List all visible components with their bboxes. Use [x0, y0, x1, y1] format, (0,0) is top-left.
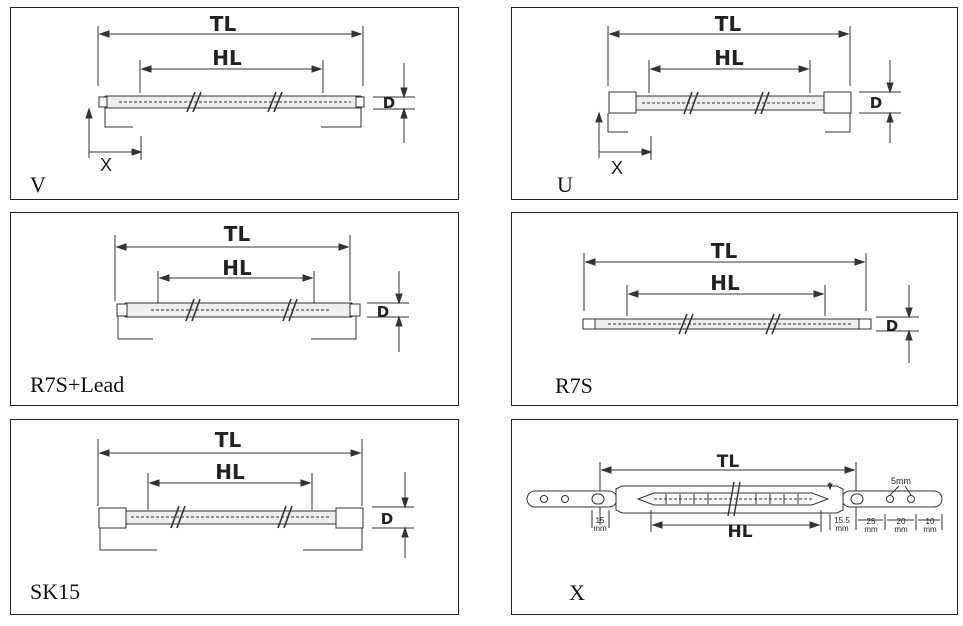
diagram-x: TL HL 5mm 15 mm 15.5 mm 25 mm 20 mm 10 m… — [526, 452, 943, 542]
panel-r7s-lead: TL HL D R7S+Lead — [10, 212, 459, 406]
tl-label: TL — [715, 12, 742, 36]
panel-sk15: TL HL D SK15 — [10, 419, 459, 615]
d-label: D — [383, 94, 395, 112]
hole-spacing-2-label: 20 — [897, 517, 906, 526]
x-label: X — [100, 155, 112, 175]
d-label: D — [886, 317, 898, 335]
slot-length-label: 15 — [596, 516, 605, 525]
tl-label: TL — [215, 428, 242, 452]
caption-r7s: R7S — [555, 373, 593, 398]
slot-unit-label: mm — [593, 524, 607, 533]
diagram-v: TL HL D X — [85, 12, 415, 175]
tl-label: TL — [224, 222, 251, 246]
panel-x: TL HL 5mm 15 mm 15.5 mm 25 mm 20 mm 10 m… — [511, 419, 958, 615]
panel-r7s: TL HL D R7S — [511, 212, 958, 406]
diagram-sk15: TL HL D — [97, 428, 414, 558]
hl-label: HL — [727, 522, 752, 542]
caption-sk15: SK15 — [30, 579, 81, 604]
panel-u: TL HL D X U — [511, 7, 958, 200]
caption-u: U — [557, 172, 573, 197]
end-distance-unit: mm — [923, 525, 937, 534]
hole-spacing-1-label: 25 — [867, 517, 876, 526]
d-label: D — [377, 303, 389, 321]
lead-height-label: 15.5 — [834, 516, 850, 525]
tl-label: TL — [711, 239, 738, 263]
diagram-r7s: TL HL D — [582, 239, 919, 363]
diagram-r7s-lead: TL HL D — [114, 222, 409, 352]
hl-label: HL — [212, 46, 242, 70]
hole-spacing-1-unit: mm — [864, 525, 878, 534]
diagram-u: TL HL D X — [595, 12, 901, 178]
hl-label: HL — [222, 256, 252, 280]
panel-v: TL HL D X V — [10, 7, 459, 200]
caption-x: X — [569, 580, 585, 605]
caption-v: V — [30, 172, 46, 197]
tl-label: TL — [210, 12, 237, 36]
caption-r7s-lead: R7S+Lead — [30, 372, 125, 397]
hl-label: HL — [714, 46, 744, 70]
hl-label: HL — [710, 271, 740, 295]
lead-height-unit-label: mm — [835, 524, 849, 533]
hole-diameter-label: 5mm — [891, 476, 911, 486]
d-label: D — [870, 94, 882, 112]
end-distance-label: 10 — [926, 517, 935, 526]
tl-label: TL — [717, 452, 740, 472]
d-label: D — [381, 510, 393, 528]
hole-spacing-2-unit: mm — [894, 525, 908, 534]
hl-label: HL — [215, 460, 245, 484]
x-label: X — [611, 158, 623, 178]
